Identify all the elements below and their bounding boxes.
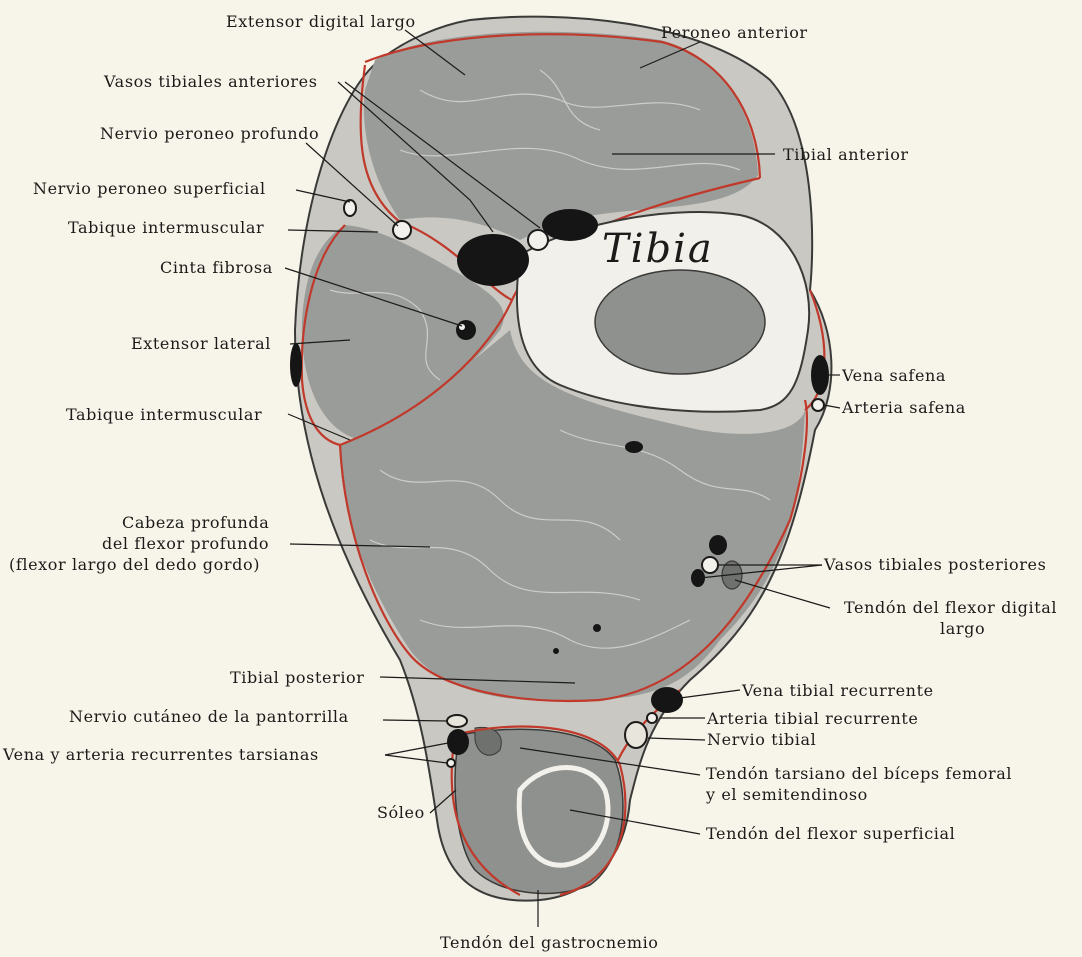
label-tendon-flexor-digital-2: largo: [940, 619, 985, 638]
posterior-tibial-vein: [709, 535, 727, 555]
label-tendon-flexor-digital-1: Tendón del flexor digital: [844, 598, 1057, 617]
posterior-tibial-artery: [702, 557, 718, 573]
anterior-tibial-artery: [528, 230, 548, 250]
fibrous-band-vessel: [456, 320, 476, 340]
tibial-nerve: [625, 722, 647, 748]
tibia-marrow: [595, 270, 765, 374]
label-peroneo-anterior: Peroneo anterior: [661, 23, 808, 42]
label-vasos-tibiales-anteriores: Vasos tibiales anteriores: [103, 72, 318, 91]
label-cabeza-profunda-3: (flexor largo del dedo gordo): [9, 555, 260, 574]
small-vessel-1: [625, 441, 643, 453]
tarsal-recurrent-vein: [447, 729, 469, 755]
anterior-tibial-vein-2: [542, 209, 598, 241]
superficial-peroneal-nerve: [344, 200, 356, 216]
saphenous-vein: [811, 355, 829, 395]
label-extensor-lateral: Extensor lateral: [131, 334, 271, 353]
label-nervio-tibial: Nervio tibial: [707, 730, 816, 749]
label-soleo: Sóleo: [377, 803, 425, 822]
label-tendon-flexor-superficial: Tendón del flexor superficial: [706, 824, 955, 843]
tibia-label: Tibia: [602, 226, 714, 272]
label-cabeza-profunda-1: Cabeza profunda: [122, 513, 269, 532]
label-nervio-peroneo-superficial: Nervio peroneo superficial: [33, 179, 266, 198]
label-tabique-intermuscular-1: Tabique intermuscular: [68, 218, 264, 237]
label-tibial-anterior: Tibial anterior: [783, 145, 909, 164]
label-tendon-tarsiano-2: y el semitendinoso: [705, 785, 868, 804]
anterior-tibial-vein-1: [457, 234, 529, 286]
label-tabique-intermuscular-2: Tabique intermuscular: [66, 405, 262, 424]
small-vessel-3: [553, 648, 559, 654]
label-nervio-peroneo-profundo: Nervio peroneo profundo: [100, 124, 319, 143]
saphenous-artery: [812, 399, 824, 411]
tarsal-recurrent-artery: [447, 759, 455, 767]
flexor-superficial-tendon: [519, 768, 608, 866]
label-cinta-fibrosa: Cinta fibrosa: [160, 258, 273, 277]
label-tendon-gastrocnemio: Tendón del gastrocnemio: [440, 933, 659, 952]
lateral-skin-vein: [290, 343, 302, 387]
recurrent-tibial-artery: [647, 713, 657, 723]
small-vessel-2: [593, 624, 601, 632]
label-arteria-safena: Arteria safena: [841, 398, 966, 417]
label-nervio-cutaneo: Nervio cutáneo de la pantorrilla: [69, 707, 349, 726]
sural-cutaneous-nerve: [447, 715, 467, 727]
label-vena-tibial-recurrente: Vena tibial recurrente: [741, 681, 934, 700]
recurrent-tibial-vein: [651, 687, 683, 713]
label-cabeza-profunda-2: del flexor profundo: [102, 534, 269, 553]
label-tendon-tarsiano-1: Tendón tarsiano del bíceps femoral: [706, 764, 1012, 783]
label-vena-safena: Vena safena: [841, 366, 946, 385]
label-vena-arteria-tarsianas: Vena y arteria recurrentes tarsianas: [2, 745, 319, 764]
label-tibial-posterior: Tibial posterior: [230, 668, 365, 687]
label-arteria-tibial-recurrente: Arteria tibial recurrente: [706, 709, 919, 728]
label-vasos-tibiales-posteriores: Vasos tibiales posteriores: [823, 555, 1046, 574]
label-extensor-digital-largo: Extensor digital largo: [226, 12, 416, 31]
